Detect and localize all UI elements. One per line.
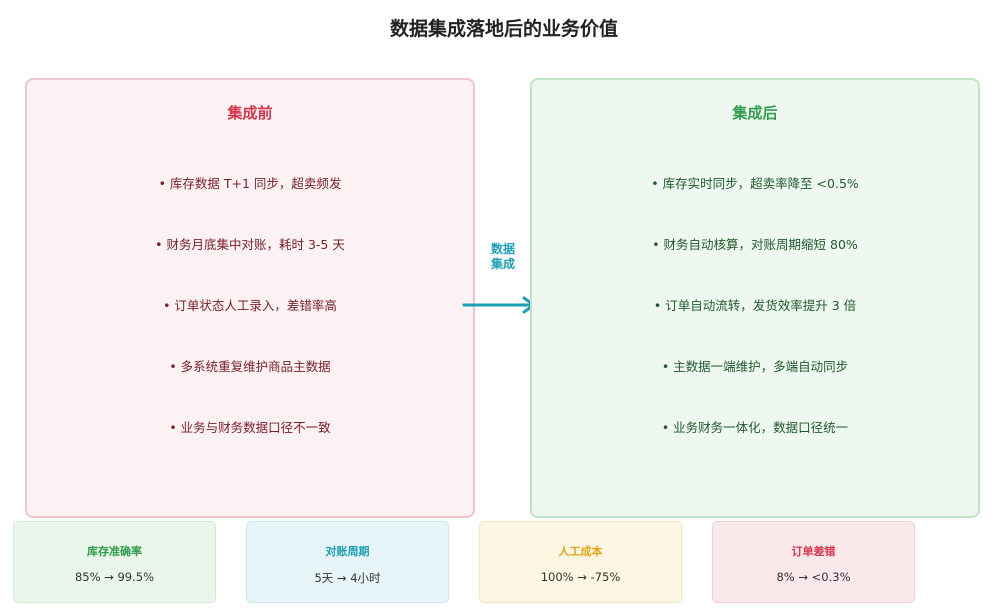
metric-value: 100% → -75% <box>540 570 621 584</box>
before-panel: 集成前 • 库存数据 T+1 同步，超卖频发 • 财务月底集中对账，耗时 3-5… <box>25 78 475 518</box>
metric-label: 人工成本 <box>558 545 603 558</box>
before-item: • 库存数据 T+1 同步，超卖频发 <box>158 176 342 191</box>
metric-card-inventory-accuracy: 库存准确率 85% → 99.5% <box>13 521 216 603</box>
metric-label: 对账周期 <box>325 545 370 558</box>
after-list: • 库存实时同步，超卖率降至 <0.5% • 财务自动核算，对账周期缩短 80%… <box>532 174 978 479</box>
flow-label-line2: 集成 <box>490 257 515 271</box>
before-item: • 财务月底集中对账，耗时 3-5 天 <box>155 237 345 252</box>
metric-card-reconciliation-cycle: 对账周期 5天 → 4小时 <box>246 521 449 603</box>
metric-value: 5天 → 4小时 <box>314 571 381 585</box>
before-item: • 业务与财务数据口径不一致 <box>169 420 331 435</box>
after-item: • 主数据一端维护，多端自动同步 <box>661 359 849 374</box>
page-title: 数据集成落地后的业务价值 <box>389 18 618 40</box>
metric-label: 订单差错 <box>791 545 836 558</box>
metric-label: 库存准确率 <box>87 545 142 558</box>
after-item: • 库存实时同步，超卖率降至 <0.5% <box>651 176 859 191</box>
before-item: • 订单状态人工录入，差错率高 <box>163 298 337 313</box>
before-item: • 多系统重复维护商品主数据 <box>169 359 331 374</box>
before-panel-title: 集成前 <box>227 104 273 122</box>
after-item: • 业务财务一体化，数据口径统一 <box>661 420 849 435</box>
metric-card-labor-cost: 人工成本 100% → -75% <box>479 521 682 603</box>
metric-value: 85% → 99.5% <box>74 570 155 584</box>
after-item: • 财务自动核算，对账周期缩短 80% <box>652 237 858 252</box>
flow-label: 数据 集成 <box>478 242 528 272</box>
metric-card-order-errors: 订单差错 8% → <0.3% <box>712 521 915 603</box>
metric-value: 8% → <0.3% <box>776 570 851 584</box>
after-panel: 集成后 • 库存实时同步，超卖率降至 <0.5% • 财务自动核算，对账周期缩短… <box>530 78 980 518</box>
after-panel-title: 集成后 <box>732 104 778 122</box>
after-item: • 订单自动流转，发货效率提升 3 倍 <box>653 298 857 313</box>
before-list: • 库存数据 T+1 同步，超卖频发 • 财务月底集中对账，耗时 3-5 天 •… <box>27 174 473 479</box>
flow-label-line1: 数据 <box>490 242 515 256</box>
